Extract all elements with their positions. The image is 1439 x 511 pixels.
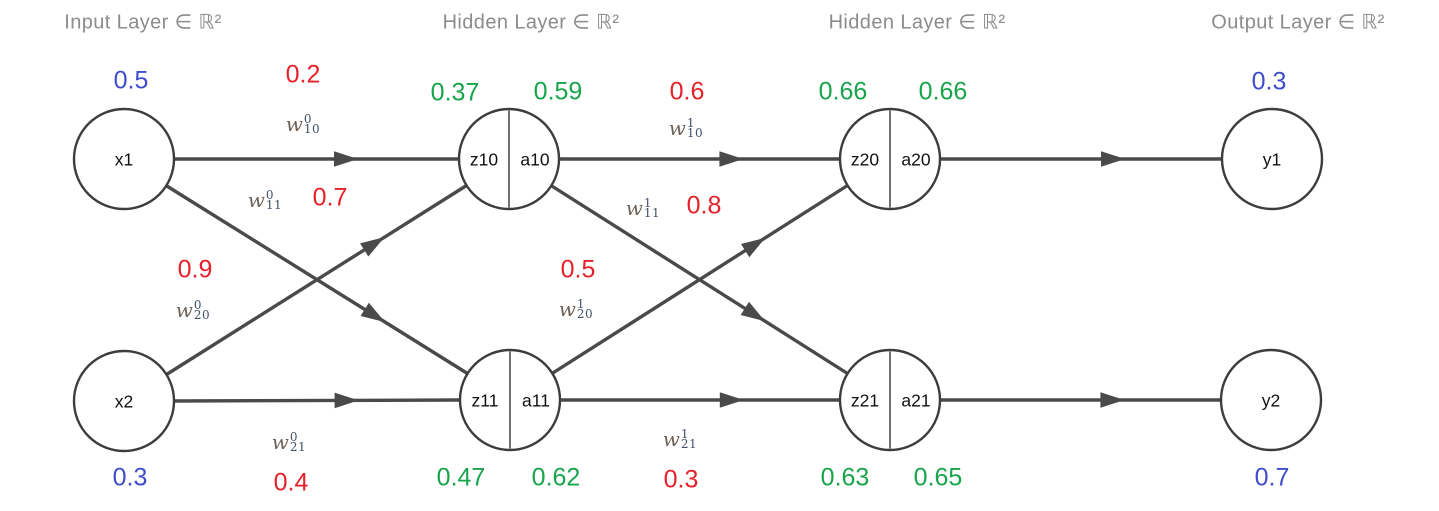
value-y2-value: 0.7: [1254, 463, 1290, 492]
weight-superscript: 1: [643, 196, 653, 210]
edge-layer: [165, 151, 1222, 409]
weight-symbol-base: w: [271, 430, 289, 454]
weight-symbol-base: w: [668, 116, 686, 140]
node-label-a20: a20: [901, 149, 931, 170]
arrowhead-x2-z11: [334, 392, 359, 409]
node-label-y1: y1: [1262, 149, 1282, 170]
weight-superscript: 0: [265, 188, 275, 202]
weight-symbol-base: w: [662, 427, 680, 451]
weight-subscript: 20: [193, 308, 211, 322]
value-a11-value: 0.62: [531, 463, 581, 492]
arrowhead-a21-y2: [1100, 392, 1125, 408]
weight-subscript: 11: [643, 206, 661, 220]
node-label-y2: y2: [1261, 390, 1281, 411]
hidden-layer2-title: Hidden Layer ∈ ℝ²: [828, 11, 1006, 34]
hidden-layer1-title: Hidden Layer ∈ ℝ²: [442, 11, 620, 34]
node-y1: [1220, 107, 1324, 211]
value-w021-value: 0.4: [273, 468, 309, 497]
weight-subscript: 10: [686, 126, 704, 140]
value-x2-value: 0.3: [112, 463, 148, 492]
weight-superscript: 1: [686, 116, 696, 130]
arrowhead-a10-z20: [719, 151, 744, 167]
weight-symbol-base: w: [175, 298, 193, 322]
edge-x2-z11: [173, 398, 461, 403]
value-a10-value: 0.59: [533, 77, 583, 106]
value-w121-value: 0.3: [663, 465, 699, 494]
weight-superscript: 1: [576, 297, 586, 311]
weight-symbol-base: w: [247, 188, 265, 212]
edge-a11-z20: [551, 184, 849, 375]
node-x1: [72, 107, 176, 211]
weight-subscript: 10: [303, 122, 321, 136]
value-w111-value: 0.8: [686, 191, 722, 220]
output-layer-title: Output Layer ∈ ℝ²: [1211, 11, 1385, 34]
weight-symbol-base: w: [285, 112, 303, 136]
value-w011-value: 0.7: [312, 183, 348, 212]
value-z11-value: 0.47: [436, 463, 486, 492]
weight-subscript: 21: [680, 437, 698, 451]
arrowhead-x1-z10: [334, 151, 358, 167]
weight-subscript: 21: [289, 440, 307, 454]
node-layer: [72, 107, 1324, 453]
value-a21-value: 0.65: [913, 463, 963, 492]
value-y1-value: 0.3: [1251, 67, 1287, 96]
weight-symbol-base: w: [625, 196, 643, 220]
value-w110-value: 0.6: [669, 77, 705, 106]
arrowhead-x2-z10: [360, 237, 385, 257]
value-z21-value: 0.63: [820, 463, 870, 492]
arrowhead-x1-z11: [360, 302, 386, 323]
weight-superscript: 0: [289, 430, 299, 444]
weight-superscript: 0: [193, 298, 203, 312]
value-w020-value: 0.9: [177, 255, 213, 284]
value-w010-value: 0.2: [285, 60, 321, 89]
value-z20-value: 0.66: [818, 77, 868, 106]
node-label-a10: a10: [520, 149, 550, 170]
weight-subscript: 11: [265, 198, 283, 212]
value-x1-value: 0.5: [113, 66, 149, 95]
node-label-a21: a21: [901, 390, 931, 411]
node-x2: [72, 349, 176, 453]
arrowhead-a11-z20: [740, 237, 766, 258]
edge-x2-z10: [165, 184, 468, 376]
node-label-z11: z11: [471, 390, 499, 411]
node-label-z10: z10: [469, 149, 499, 170]
weight-superscript: 1: [680, 427, 690, 441]
value-z10-value: 0.37: [430, 78, 480, 107]
node-y2: [1219, 348, 1323, 452]
value-a20-value: 0.66: [918, 77, 968, 106]
value-w120-value: 0.5: [560, 255, 596, 284]
node-label-x1: x1: [114, 149, 134, 170]
arrowhead-a20-y1: [1101, 151, 1126, 167]
arrowhead-a11-z21: [719, 392, 744, 408]
weight-subscript: 20: [576, 307, 594, 321]
input-layer-title: Input Layer ∈ ℝ²: [64, 11, 222, 34]
node-label-z21: z21: [850, 390, 880, 411]
weight-superscript: 0: [303, 112, 313, 126]
node-label-x2: x2: [114, 391, 134, 412]
arrowhead-a10-z21: [740, 301, 766, 322]
node-label-a11: a11: [522, 390, 550, 411]
node-label-z20: z20: [850, 149, 880, 170]
weight-symbol-base: w: [558, 297, 576, 321]
